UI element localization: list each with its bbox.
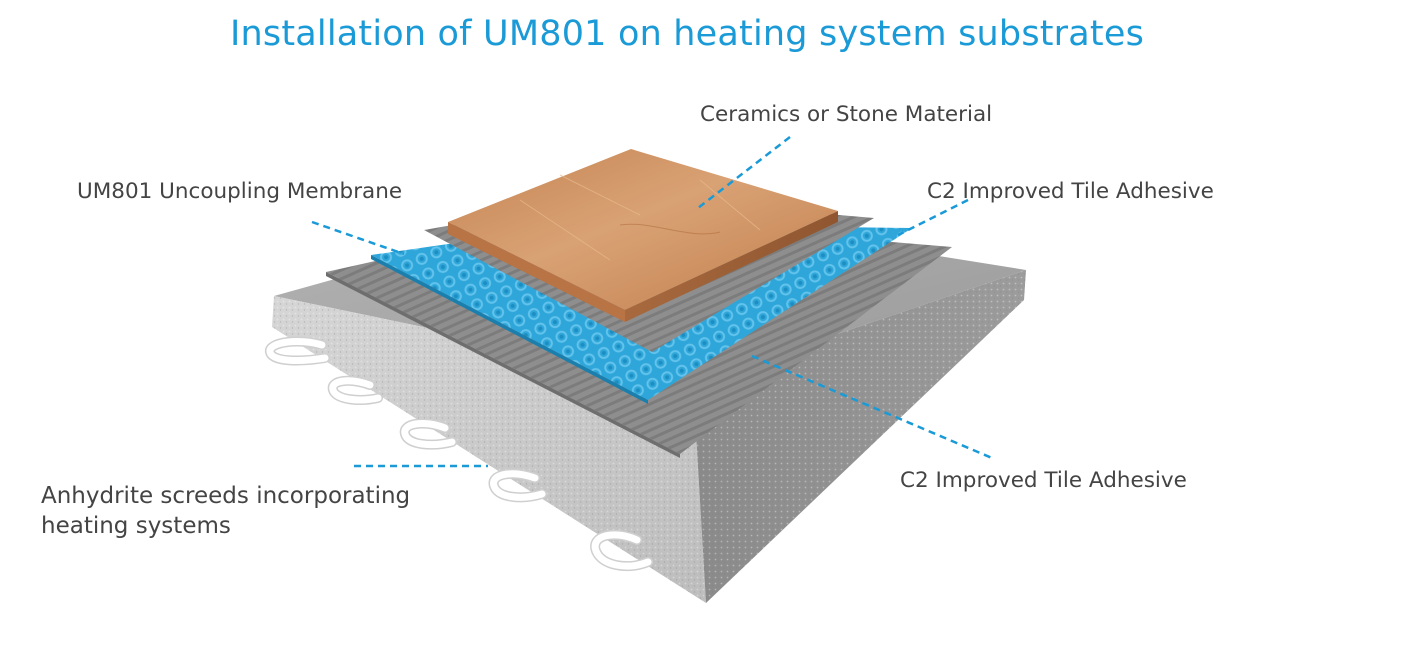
page-title: Installation of UM801 on heating system … <box>229 14 1145 54</box>
heating-pipes <box>265 336 653 572</box>
ceramic-tile <box>448 149 838 322</box>
leader-lines <box>311 136 993 468</box>
label-screed: Anhydrite screeds incorporating heating … <box>41 481 410 541</box>
leader-line-adhesive-top <box>897 198 969 237</box>
leader-line-ceramics <box>697 136 791 209</box>
label-screed-line2: heating systems <box>41 513 231 539</box>
label-membrane: UM801 Uncoupling Membrane <box>77 179 403 204</box>
label-adhesive-bottom: C2 Improved Tile Adhesive <box>900 468 1187 493</box>
leader-line-adhesive-bottom <box>751 354 993 460</box>
leader-line-membrane <box>311 220 405 256</box>
label-adhesive-top: C2 Improved Tile Adhesive <box>927 179 1214 204</box>
label-ceramics: Ceramics or Stone Material <box>700 102 993 127</box>
label-screed-line1: Anhydrite screeds incorporating <box>41 483 411 509</box>
